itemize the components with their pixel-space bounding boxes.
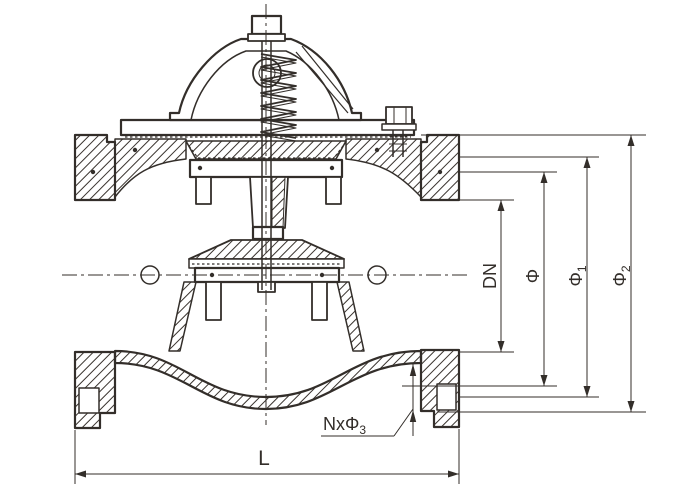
spring-coil [260,53,297,139]
diaphragm-left-fold [185,141,199,159]
section-dots [90,147,443,278]
bonnet-dome [168,37,363,142]
dim-phi [540,172,548,386]
seat-wall-left [168,281,197,352]
disc-guide-leg-left [205,281,222,321]
label-phi2: Φ2 [610,265,633,286]
valve-stem [261,41,272,290]
callout-bolt-holes [321,364,417,437]
inlet-flange-bolt-hole [78,387,100,414]
valve-body [73,133,461,430]
disc-assembly [188,225,345,321]
dim-length [74,429,460,484]
spring-coil-wire [260,56,297,142]
disc-collar [251,225,285,241]
label-phi: Φ [523,269,543,283]
dim-phi2 [627,135,635,412]
diaphragm-right-fold [333,141,347,159]
disc-guide-leg-right [311,281,328,321]
outlet-flange-bolt-hole [436,383,457,411]
stem-guide-wall [271,176,286,229]
body-bottom-wall [113,349,423,411]
label-bolt-holes: NxΦ3 [323,414,366,437]
hanger-leg-left [195,176,212,205]
body-neck-right [345,138,422,198]
dim-phi1 [583,157,591,397]
dome-rib-1 [295,51,349,114]
cover-bolt-washer [381,123,417,131]
dim-dn [497,200,505,352]
cover-bolt-head [385,106,413,125]
cover-bolt-threads [389,135,407,152]
inlet-flange-top [73,133,117,202]
label-dn: DN [480,263,500,289]
outlet-flange-top [419,133,461,202]
dome-rib-2 [301,45,354,110]
label-length: L [258,447,270,470]
label-phi1: Φ1 [566,265,589,286]
seat-wall-right [336,281,365,352]
hanger-leg-right [325,176,342,205]
dimension-lines [74,134,646,484]
body-neck-left [114,138,187,198]
cover-bolt-facets [393,107,407,124]
